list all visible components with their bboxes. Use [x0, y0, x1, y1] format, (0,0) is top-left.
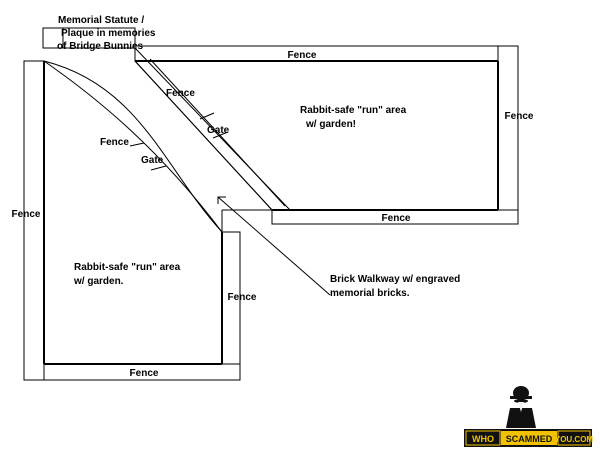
logo-word-you: YOU.COM: [555, 435, 594, 444]
gate-left: Gate: [129, 142, 167, 171]
run-area-left-line-1: Rabbit-safe "run" area: [74, 262, 181, 273]
whoscammedyou-logo: WHO SCAMMED YOU.COM: [464, 386, 593, 447]
memorial-label-line-1: Memorial Statute /: [58, 15, 144, 26]
walkway-label-line-2: memorial bricks.: [330, 288, 410, 299]
fence-right-label: Fence: [505, 111, 534, 122]
fence-bottom-label: Fence: [130, 368, 159, 379]
run-area-right-line-1: Rabbit-safe "run" area: [300, 105, 407, 116]
memorial-label-line-2: Plaque in memories: [61, 28, 156, 39]
fence-inner-vertical-label: Fence: [228, 292, 257, 303]
run-area-right-line-2: w/ garden!: [305, 119, 356, 130]
fence-diagonal-right: Fence: [134, 58, 286, 211]
fence-middle-label: Fence: [382, 213, 411, 224]
walkway-arrow: [217, 196, 331, 296]
fence-left-label: Fence: [12, 209, 41, 220]
logo-word-who: WHO: [472, 434, 494, 444]
gate-right: Gate: [199, 112, 230, 139]
logo-word-scammed: SCAMMED: [506, 434, 553, 444]
run-area-left-line-2: w/ garden.: [73, 276, 124, 287]
fence-curved-left: Fence: [43, 60, 223, 233]
memorial-label-line-3: of Bridge Bunnies: [57, 41, 144, 52]
gate-right-label: Gate: [207, 125, 230, 136]
memorial-plaque: Memorial Statute / Plaque in memories of…: [42, 15, 156, 52]
fence-curved-left-label: Fence: [100, 137, 129, 148]
fence-diagonal-right-label: Fence: [166, 88, 195, 99]
fence-left: Fence: [12, 60, 45, 381]
gate-left-label: Gate: [141, 155, 164, 166]
fence-inner-vertical: Fence: [221, 231, 257, 365]
walkway-label-line-1: Brick Walkway w/ engraved: [330, 274, 460, 285]
fence-middle: Fence: [271, 209, 519, 225]
fence-top-label: Fence: [288, 50, 317, 61]
fence-bottom: Fence: [43, 363, 241, 381]
